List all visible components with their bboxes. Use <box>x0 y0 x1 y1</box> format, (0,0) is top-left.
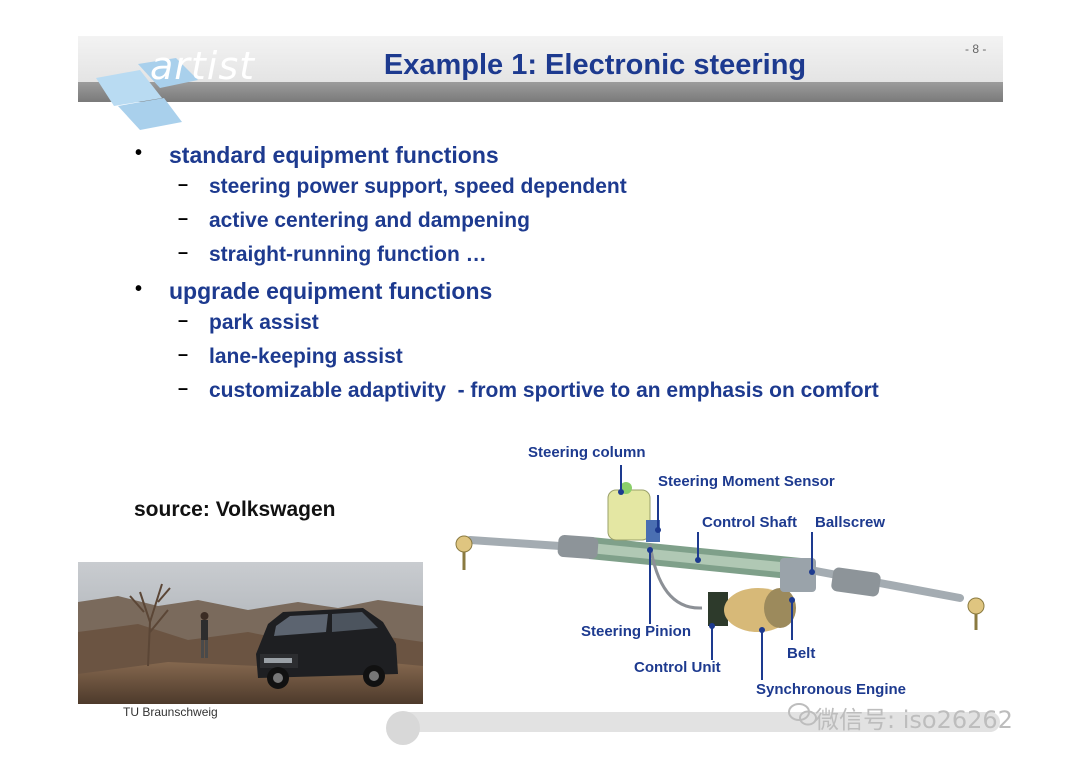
label-belt: Belt <box>787 645 816 662</box>
bullet-marker: • <box>135 142 143 164</box>
footer-bar <box>400 712 1000 732</box>
sub-bullet-item: – steering power support, speed dependen… <box>130 174 1030 208</box>
label-steering-column: Steering column <box>528 444 646 461</box>
header-band <box>78 36 1003 82</box>
logo-text: artist <box>150 44 256 88</box>
source-label: source: Volkswagen <box>134 498 336 521</box>
sub-bullet-marker: – <box>178 378 189 398</box>
sub-bullet-text: customizable adaptivity - from sportive … <box>209 379 879 402</box>
bullet-text: standard equipment functions <box>169 142 499 168</box>
bullet-text: upgrade equipment functions <box>169 278 493 304</box>
sub-bullet-text: park assist <box>209 311 319 334</box>
sub-bullet-marker: – <box>178 174 189 194</box>
page-number: - 8 - <box>965 42 987 56</box>
sub-bullet-item: – lane-keeping assist <box>130 344 1030 378</box>
wechat-icon <box>788 703 817 726</box>
header-stripe <box>78 82 1003 102</box>
sub-bullet-text: lane-keeping assist <box>209 345 403 368</box>
slide-title: Example 1: Electronic steering <box>383 49 807 81</box>
footer-institution: TU Braunschweig <box>123 705 218 719</box>
footer-circle <box>386 711 420 745</box>
sub-bullet-text: steering power support, speed dependent <box>209 175 627 198</box>
label-synchronous-engine: Synchronous Engine <box>756 681 907 698</box>
sub-bullet-marker: – <box>178 310 189 330</box>
label-steering-pinion: Steering Pinion <box>581 623 692 640</box>
steering-system-diagram <box>455 465 985 680</box>
sub-bullet-item: – park assist <box>130 310 1030 344</box>
sub-bullet-marker: – <box>178 208 189 228</box>
sub-bullet-marker: – <box>178 344 189 364</box>
artist-logo-icon <box>96 58 198 130</box>
sub-bullet-item: – active centering and dampening <box>130 208 1030 242</box>
sub-bullet-item: – customizable adaptivity - from sportiv… <box>130 378 1030 412</box>
bullet-item: • upgrade equipment functions <box>130 276 1030 310</box>
watermark-text: 微信号: iso26262 <box>815 706 1013 734</box>
sub-bullet-text: active centering and dampening <box>209 209 530 232</box>
sub-bullet-marker: – <box>178 242 189 262</box>
sub-bullet-item: – straight-running function … <box>130 242 1030 276</box>
label-control-unit: Control Unit <box>634 659 721 676</box>
label-control-shaft: Control Shaft <box>702 514 797 531</box>
bullet-list: • standard equipment functions – steerin… <box>130 140 1030 412</box>
car-photo <box>78 562 423 704</box>
label-steering-moment-sensor: Steering Moment Sensor <box>658 473 835 490</box>
sub-bullet-text: straight-running function … <box>209 243 487 266</box>
label-ballscrew: Ballscrew <box>815 514 886 531</box>
bullet-item: • standard equipment functions <box>130 140 1030 174</box>
bullet-marker: • <box>135 278 143 300</box>
